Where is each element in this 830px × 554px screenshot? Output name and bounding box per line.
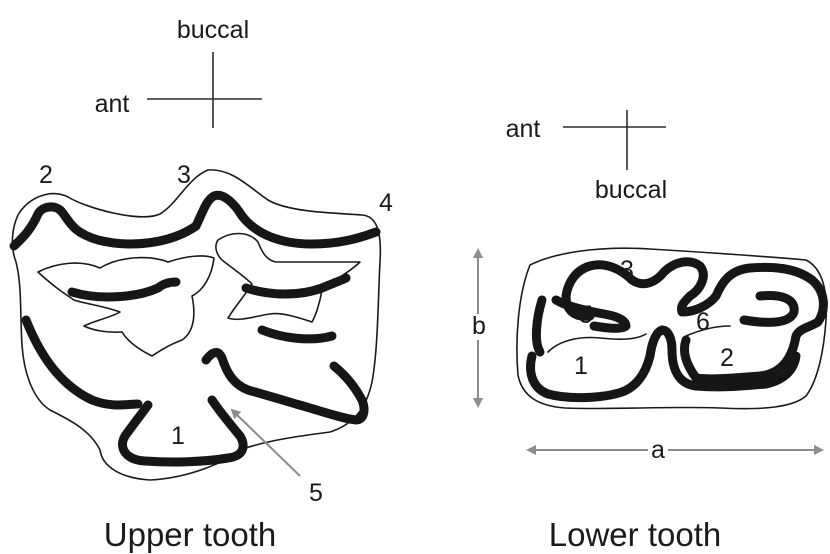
upper-loop-right [246,278,346,294]
upper-fossette-left [38,256,214,356]
upper-tooth-group: buccal ant [12,16,380,480]
lower-ant-label: ant [506,115,541,143]
upper-label-2: 2 [39,161,53,189]
lower-label-6: 6 [696,308,710,336]
upper-buccal-label: buccal [177,16,249,44]
lower-dimension-b-label: b [472,312,486,340]
upper-caption: Upper tooth [104,516,276,553]
upper-lingual-enamel-right [206,352,364,420]
upper-label-5: 5 [309,479,323,507]
lower-tooth-group: ant buccal [506,110,827,409]
upper-orientation-cross: buccal ant [95,16,262,128]
upper-loop-left [72,282,176,297]
upper-label-3: 3 [177,161,191,189]
lower-dimension-a-label: a [651,436,665,464]
lower-label-3: 3 [620,256,634,284]
lower-fold-6 [744,296,794,323]
lower-label-1: 1 [574,352,588,380]
upper-label-4: 4 [379,189,393,217]
lower-label-5: 5 [579,301,593,329]
upper-buccal-enamel [14,195,376,246]
upper-ant-label: ant [95,90,130,118]
lower-inner-outline-left [548,334,646,352]
lower-label-2: 2 [720,344,734,372]
lower-buccal-label: buccal [595,176,667,204]
lower-front-enamel [536,300,542,352]
lower-caption: Lower tooth [549,516,721,553]
upper-fossette-right [216,234,360,323]
lower-orientation-cross: ant buccal [506,110,668,204]
upper-loop-right-lower [262,330,332,339]
upper-label-1: 1 [171,422,185,450]
